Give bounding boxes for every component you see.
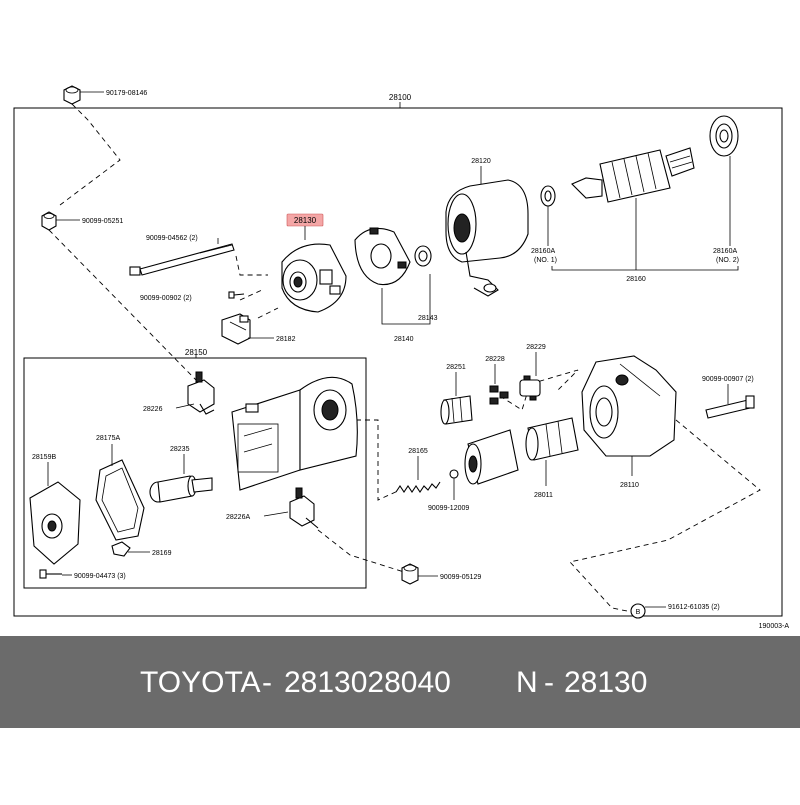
callout-91612-61035: 91612-61035 (2) xyxy=(668,604,720,611)
part-magnetic-switch-housing-28150[interactable] xyxy=(231,376,358,491)
part-plunger-28235[interactable] xyxy=(149,475,213,503)
callout-28226: 28226 xyxy=(143,406,163,413)
callout-28150: 28150 xyxy=(185,348,208,357)
assembly-frame xyxy=(13,107,783,617)
part-bearing-28160a-2[interactable] xyxy=(709,115,739,157)
leader-line xyxy=(551,266,739,271)
dashed-connector xyxy=(48,229,197,381)
reference-b-circle xyxy=(630,603,646,619)
callout-28229: 28229 xyxy=(526,344,546,351)
footer-banner xyxy=(0,636,800,728)
part-spring-28165[interactable] xyxy=(395,481,441,493)
footer-n-prefix: N xyxy=(516,666,538,699)
footer-separator: - xyxy=(262,666,272,699)
part-nut-90099-05129[interactable] xyxy=(401,563,419,585)
callout-28160a-no2: 28160A xyxy=(713,248,737,255)
part-bolt-90099-00907[interactable] xyxy=(705,395,755,419)
callout-90099-00907: 90099-00907 (2) xyxy=(702,376,754,383)
figure-code: 190003-A xyxy=(759,623,790,630)
callout-28165: 28165 xyxy=(408,448,428,455)
callout-90099-04562: 90099-04562 (2) xyxy=(146,235,198,242)
part-screw-90099-04473[interactable] xyxy=(39,569,62,579)
part-nut-90179-08146[interactable] xyxy=(63,85,81,105)
dashed-connector xyxy=(356,419,401,501)
callout-90099-05129: 90099-05129 xyxy=(440,574,481,581)
callout-28130: 28130 xyxy=(294,216,317,225)
part-brush-holder-28140[interactable] xyxy=(354,227,411,286)
callout-90179-08146: 90179-08146 xyxy=(106,90,147,97)
part-bearing-28229[interactable] xyxy=(519,375,541,401)
dashed-connector xyxy=(59,103,121,206)
leader-line xyxy=(381,274,431,325)
part-through-bolt-90099-04562[interactable] xyxy=(129,243,235,276)
part-washer-28143[interactable] xyxy=(414,245,432,267)
callout-28226a: 28226A xyxy=(226,514,250,521)
callout-90099-00902: 90099-00902 (2) xyxy=(140,295,192,302)
callout-28120: 28120 xyxy=(471,158,491,165)
leader-line xyxy=(175,403,195,409)
dashed-connector xyxy=(235,255,268,276)
assembly-label: 28100 xyxy=(389,93,412,102)
callout-28228: 28228 xyxy=(485,356,505,363)
callout-28160a-no1: 28160A xyxy=(531,248,555,255)
dashed-connector xyxy=(257,307,279,319)
callout-28175a: 28175A xyxy=(96,435,120,442)
callout-28169: 28169 xyxy=(152,550,172,557)
callout-90099-12009: 90099-12009 xyxy=(428,505,469,512)
reference-b-label: B xyxy=(636,609,641,616)
part-plate-28175a[interactable] xyxy=(95,459,145,541)
part-gasket-28159b[interactable] xyxy=(29,481,81,565)
callout-90099-04473: 90099-04473 (3) xyxy=(74,573,126,580)
footer-n-separator: - xyxy=(544,666,554,699)
part-retainer-28228[interactable] xyxy=(489,385,509,405)
callout-28159b: 28159B xyxy=(32,454,56,461)
callout-28251: 28251 xyxy=(446,364,466,371)
callout-28011: 28011 xyxy=(534,492,553,499)
footer-n-value: 28130 xyxy=(564,666,647,699)
dashed-connector xyxy=(317,529,405,573)
callout-28143: 28143 xyxy=(418,315,438,322)
dashed-connector xyxy=(569,419,761,613)
callout-28110: 28110 xyxy=(620,482,639,489)
part-housing-28110[interactable] xyxy=(581,355,677,457)
part-terminal-28226[interactable] xyxy=(187,371,215,415)
part-yoke-28120[interactable] xyxy=(445,179,529,297)
callout-28235: 28235 xyxy=(170,446,190,453)
callout-28182: 28182 xyxy=(276,336,296,343)
callout-28140: 28140 xyxy=(394,336,414,343)
part-idle-gear-28251[interactable] xyxy=(440,395,473,425)
footer-part-number: 2813028040 xyxy=(284,666,451,699)
part-screw-90099-00902[interactable] xyxy=(228,291,245,299)
leader-line xyxy=(263,511,289,517)
footer-brand: TOYOTA xyxy=(140,666,261,699)
part-terminal-28226a[interactable] xyxy=(289,487,319,529)
dashed-connector xyxy=(239,289,263,301)
part-nut-90099-05251[interactable] xyxy=(41,211,57,231)
callout-90099-05251: 90099-05251 xyxy=(82,218,123,225)
callout-28160a-no2-note: (NO. 2) xyxy=(716,257,739,264)
callout-28160a-no1-note: (NO. 1) xyxy=(534,257,557,264)
subassembly-frame-28150 xyxy=(23,357,367,589)
part-clutch-28011[interactable] xyxy=(464,417,579,485)
part-clip-28169[interactable] xyxy=(111,541,131,557)
callout-28160: 28160 xyxy=(626,276,646,283)
part-armature-28160[interactable] xyxy=(571,147,695,203)
part-clip-28182[interactable] xyxy=(221,313,251,345)
part-end-frame-28130[interactable] xyxy=(281,243,347,313)
part-bearing-28160a-1[interactable] xyxy=(540,185,556,207)
part-ball-90099-12009[interactable] xyxy=(449,469,459,479)
